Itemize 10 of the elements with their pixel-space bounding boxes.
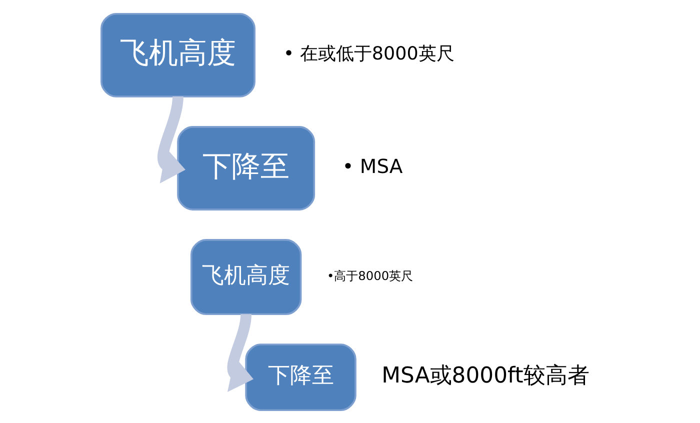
node-box: 下降至: [177, 126, 316, 210]
node-label: MSA或8000ft较高者: [382, 363, 590, 388]
node-label: • 在或低于8000英尺: [283, 42, 454, 64]
arrow: [158, 96, 186, 183]
node-box: 下降至: [245, 343, 356, 411]
arrow: [227, 313, 254, 392]
node-box: 飞机高度: [100, 12, 256, 97]
node-label: •高于8000英尺: [327, 268, 414, 283]
node-box: 飞机高度: [190, 238, 302, 315]
node-label: • MSA: [342, 154, 403, 178]
